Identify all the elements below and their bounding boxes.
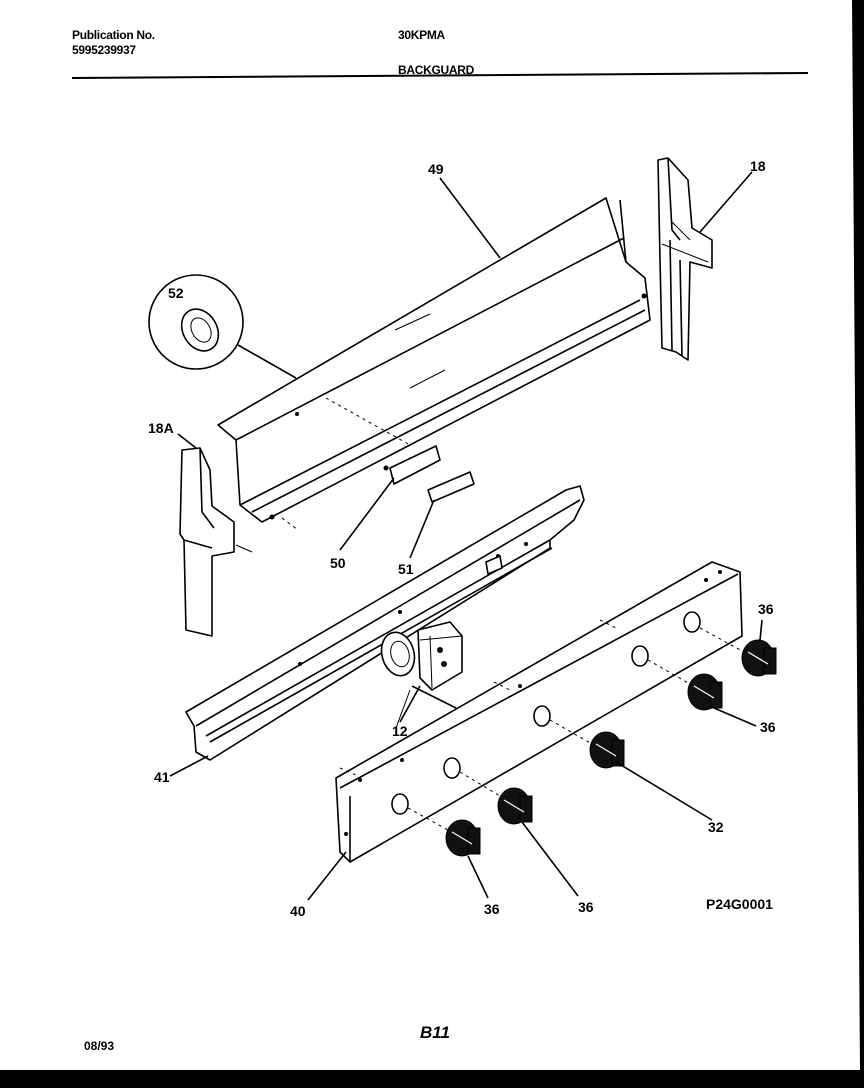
section-title: BACKGUARD — [398, 63, 474, 77]
end-cap-left-part-18a — [179, 447, 253, 637]
knob-part-36-center — [459, 771, 533, 825]
leader-lines — [169, 171, 763, 901]
callout-36-left: 36 — [484, 901, 500, 917]
publication-label: Publication No. — [72, 28, 155, 42]
callout-32: 32 — [708, 819, 724, 835]
callout-36-right-middle: 36 — [760, 719, 776, 735]
callout-50: 50 — [330, 555, 346, 571]
knob-part-36-right-middle — [647, 659, 723, 711]
callout-51: 51 — [398, 561, 414, 577]
callout-12: 12 — [392, 723, 408, 739]
callout-41: 41 — [154, 769, 170, 785]
publication-number: 5995239937 — [72, 43, 136, 57]
page-number: B11 — [420, 1023, 450, 1042]
backguard-panel-part-49 — [217, 197, 651, 531]
knob-part-32 — [549, 719, 625, 769]
knob-part-36-right-top — [699, 627, 777, 677]
callout-36-right-top: 36 — [758, 601, 774, 617]
clip-detail-part-52 — [148, 274, 297, 379]
control-panel-part-40 — [335, 561, 743, 863]
drawing-number: P24G0001 — [706, 896, 773, 912]
switch-assembly-part-12 — [380, 621, 463, 729]
callout-40: 40 — [290, 903, 306, 919]
control-panel-support-part-41 — [185, 485, 585, 761]
knob-part-36-left — [407, 807, 481, 857]
callout-18a: 18A — [148, 420, 174, 436]
callout-36-center: 36 — [578, 899, 594, 915]
issue-date: 08/93 — [84, 1039, 114, 1053]
callout-52: 52 — [168, 285, 184, 301]
header-rule — [71, 72, 809, 79]
end-cap-right-part-18 — [657, 157, 713, 361]
callout-18: 18 — [750, 158, 766, 174]
model-number: 30KPMA — [398, 28, 445, 42]
callout-49: 49 — [428, 161, 444, 177]
bracket-part-51 — [427, 471, 475, 503]
